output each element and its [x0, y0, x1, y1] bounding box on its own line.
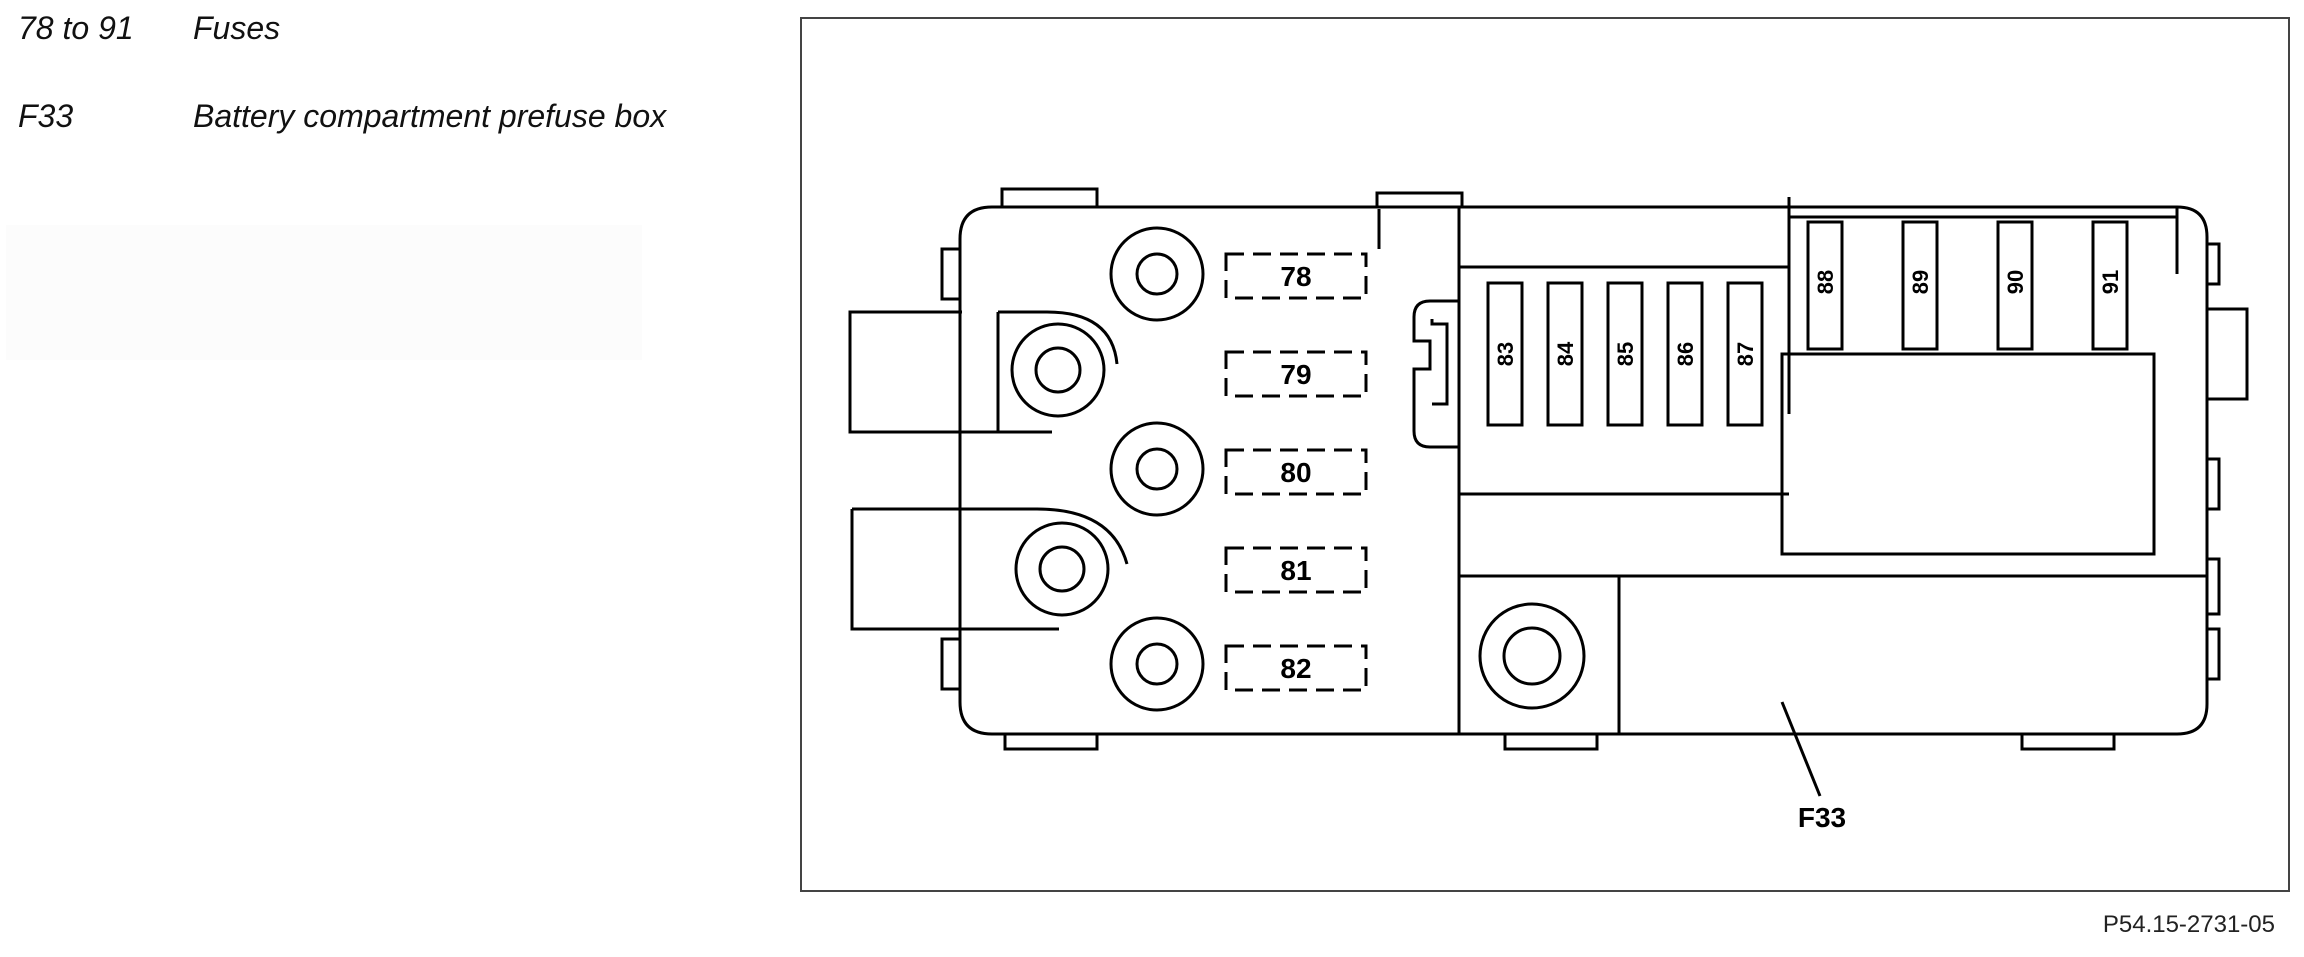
bottom-tab: [1003, 732, 1099, 751]
fuse-label-80: 80: [1280, 457, 1311, 488]
fuse-slot-81: [1224, 546, 1368, 594]
fuse-slot-83: [1486, 281, 1524, 427]
fuse-row-right: 88 89 90 91: [1806, 220, 2129, 351]
terminal-arm: [998, 310, 1119, 365]
legend-description: Battery compartment prefuse box: [193, 98, 667, 134]
terminal-stud: [1478, 602, 1586, 710]
fuse-label-82: 82: [1280, 653, 1311, 684]
fuse-label-81: 81: [1280, 555, 1311, 586]
fuse-label-86: 86: [1673, 342, 1698, 366]
fuse-label-78: 78: [1280, 261, 1311, 292]
terminal-stud-left: [1014, 521, 1110, 617]
bottom-tab: [1503, 732, 1599, 751]
fuse-label-87: 87: [1733, 342, 1758, 366]
side-tab: [2205, 557, 2221, 616]
callout-label-f33: F33: [1798, 802, 1846, 833]
fuse-slot-78: [1224, 252, 1368, 300]
diagram-frame: 78 79 80 81 82 83 84 85 86 87 88 89 90 91 F33: [800, 17, 2290, 892]
side-tab: [2205, 242, 2221, 286]
fuse-slot-79: [1224, 350, 1368, 398]
side-connector: [2205, 307, 2249, 401]
fuse-label-89: 89: [1908, 270, 1933, 294]
fuse-row-left: 78 79 80 81 82: [1224, 252, 1368, 692]
fuse-slot-82: [1224, 644, 1368, 692]
terminal-stud: [1109, 421, 1205, 517]
fuse-slot-89: [1901, 220, 1939, 351]
fuse-slot-80: [1224, 448, 1368, 496]
fuse-slot-87: [1726, 281, 1764, 427]
fuse-label-91: 91: [2098, 270, 2123, 294]
fuse-label-84: 84: [1553, 341, 1578, 366]
fuse-slot-88: [1806, 220, 1844, 351]
bottom-tab: [2020, 732, 2116, 751]
fuse-slot-90: [1996, 220, 2034, 351]
legend-key: F33: [18, 98, 74, 134]
terminal-stud-left: [1010, 322, 1106, 418]
fuse-clip-inner: [1430, 319, 1449, 406]
top-tab: [1000, 187, 1099, 209]
legend-description: Fuses: [193, 10, 281, 46]
fuse-clip: [1412, 299, 1459, 449]
terminal-arm: [848, 310, 1052, 434]
top-tab: [1375, 191, 1464, 209]
fuse-label-79: 79: [1280, 359, 1311, 390]
fuse-slot-84: [1546, 281, 1584, 427]
fuse-slot-91: [2091, 220, 2129, 351]
blank-panel: [6, 225, 642, 360]
fuse-row-middle: 83 84 85 86 87: [1486, 281, 1764, 427]
fuse-slot-85: [1606, 281, 1644, 427]
terminal-arm: [850, 509, 1059, 631]
housing-outline: [958, 205, 2209, 736]
terminal-stud: [1109, 226, 1205, 322]
side-tab: [2205, 457, 2221, 511]
terminal-arm: [852, 507, 1129, 565]
fuse-box-diagram: 78 79 80 81 82 83 84 85 86 87 88 89 90 91 F33: [848, 187, 2249, 833]
legend-key: 78 to 91: [18, 10, 134, 46]
figure-reference: P54.15-2731-05: [2102, 911, 2275, 938]
side-tab: [2205, 627, 2221, 681]
fuse-label-85: 85: [1613, 342, 1638, 366]
terminal-stud: [1109, 616, 1205, 712]
relay-compartment: [1780, 352, 2156, 556]
callout-leader-line: [1780, 701, 1822, 797]
fuse-label-90: 90: [2003, 270, 2028, 294]
side-tab: [940, 247, 962, 301]
fuse-label-88: 88: [1813, 270, 1838, 294]
side-tab: [940, 637, 962, 691]
fuse-label-83: 83: [1493, 342, 1518, 366]
fuse-slot-86: [1666, 281, 1704, 427]
